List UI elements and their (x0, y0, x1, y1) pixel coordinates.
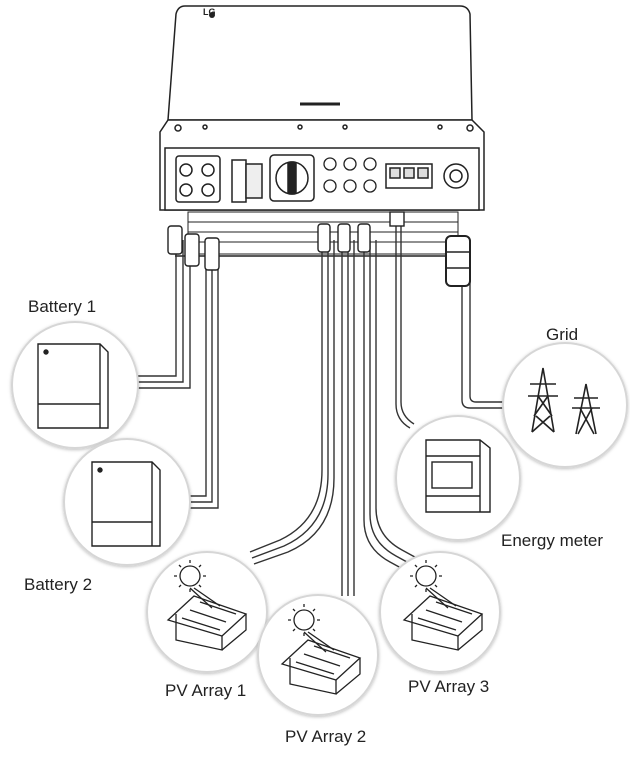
pv-array-1-label: PV Array 1 (165, 681, 247, 700)
inverter (159, 5, 485, 257)
battery-1-label: Battery 1 (28, 297, 97, 316)
battery-icon (37, 343, 109, 429)
pv-array-2-node (257, 594, 379, 716)
grid-label: Grid (546, 325, 579, 344)
pv-array-3-node (379, 551, 501, 673)
solar-house-icon (402, 560, 484, 651)
grid-node (502, 342, 628, 468)
solar-house-icon (166, 560, 248, 651)
inverter-brand-logo: LG (203, 7, 216, 17)
pv-array-2-label: PV Array 2 (285, 727, 367, 746)
power-tower-icon (528, 367, 600, 435)
solar-house-icon (280, 604, 362, 695)
battery-1-node (11, 321, 139, 449)
cables (134, 222, 508, 596)
cable-plugs (167, 211, 471, 287)
pv-array-1-node (146, 551, 268, 673)
pv-array-3-label: PV Array 3 (408, 677, 490, 696)
battery-2-node (63, 438, 191, 566)
battery-2-label: Battery 2 (24, 575, 93, 594)
battery-icon (91, 461, 161, 547)
energy-meter-node (395, 415, 521, 541)
energy-meter-label: Energy meter (501, 531, 604, 550)
energy-meter-icon (425, 439, 491, 513)
